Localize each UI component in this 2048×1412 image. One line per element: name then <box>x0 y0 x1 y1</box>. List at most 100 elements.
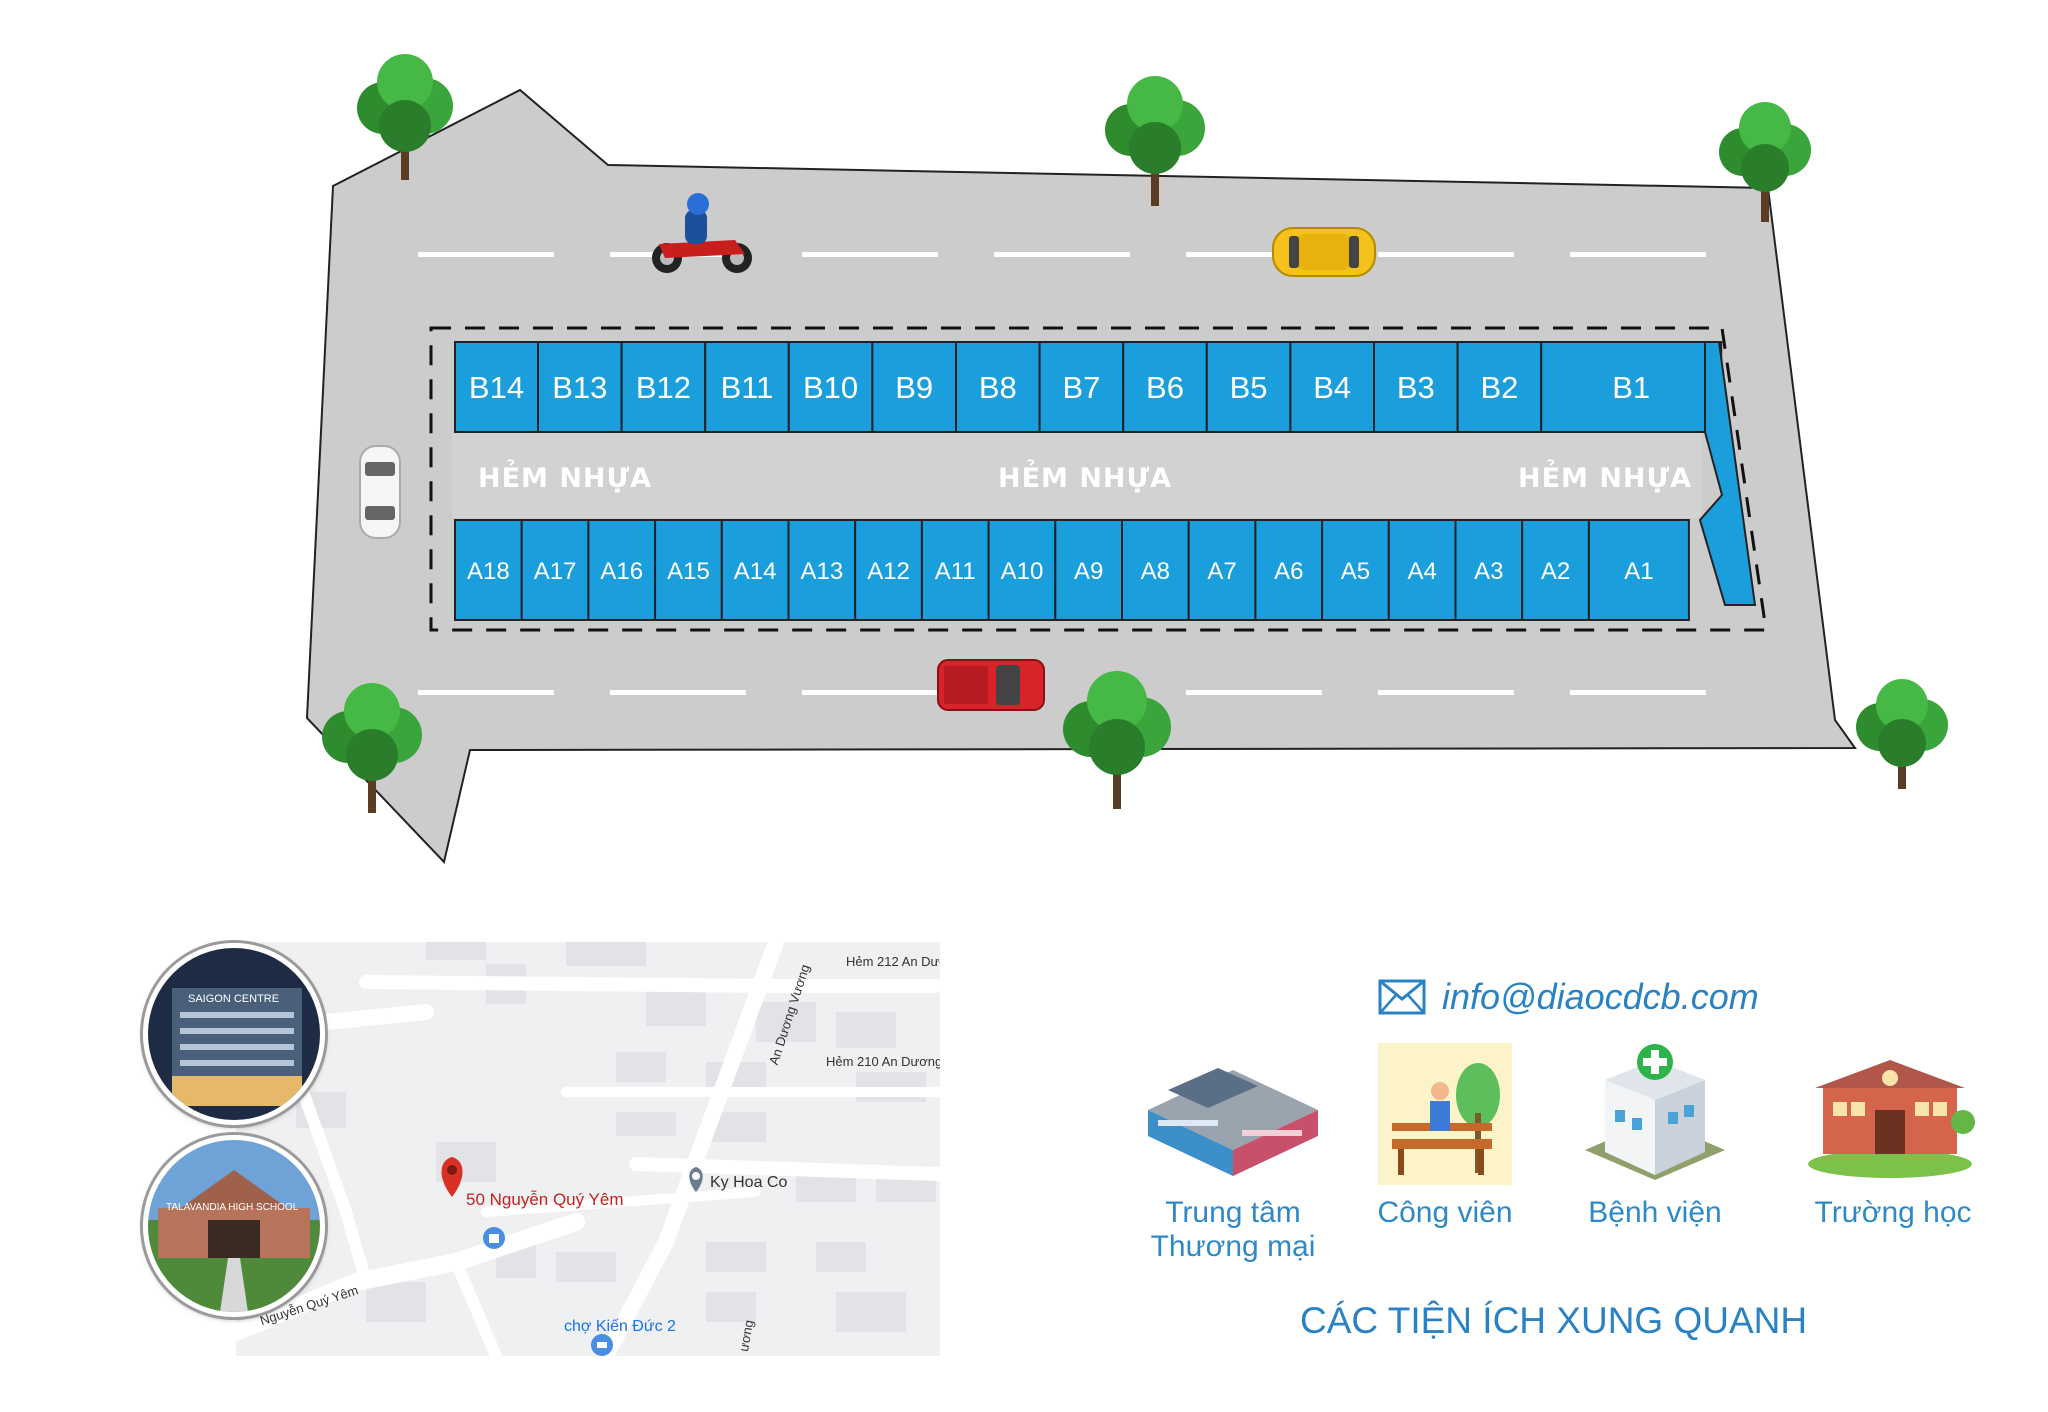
lot-label: A11 <box>935 558 976 585</box>
location-pin-icon <box>441 1157 463 1197</box>
lot-label: B6 <box>1146 370 1184 405</box>
lot-a11[interactable] <box>920 519 990 621</box>
lot-label: A2 <box>1541 558 1570 585</box>
lot-label: A1 <box>1624 558 1653 585</box>
red-truck-icon <box>937 659 1045 711</box>
lot-a6[interactable] <box>1254 519 1324 621</box>
lot-label: B7 <box>1062 370 1100 405</box>
lane-dash <box>994 252 1130 257</box>
lot-label: A7 <box>1207 558 1236 585</box>
lot-label: A5 <box>1341 558 1370 585</box>
lot-b1[interactable] <box>1540 341 1723 433</box>
email-contact[interactable]: info@diaocdcb.com <box>1378 972 1759 1022</box>
lot-a16[interactable] <box>587 519 657 621</box>
amenity-label-park: Công viên <box>1377 1196 1513 1229</box>
lot-label: B3 <box>1397 370 1435 405</box>
hospital-icon <box>1585 1044 1725 1180</box>
motorbike-icon <box>652 193 752 273</box>
lot-label: A10 <box>1001 558 1044 585</box>
lot-a7[interactable] <box>1187 519 1257 621</box>
location-map[interactable]: 50 Nguyễn Quý Yêm Hẻm 212 An Dươ An Dươn… <box>236 942 940 1356</box>
lot-label: B5 <box>1230 370 1268 405</box>
lot-label: A18 <box>467 558 510 585</box>
lot-label: B13 <box>552 370 607 405</box>
school-photo: TALAVANDIA HIGH SCHOOL <box>143 1135 325 1317</box>
lot-label: B8 <box>979 370 1017 405</box>
lot-b6[interactable] <box>1122 341 1208 433</box>
lot-label: B14 <box>469 370 524 405</box>
lot-label: B1 <box>1612 370 1650 405</box>
lot-b5[interactable] <box>1205 341 1292 433</box>
lot-label: A9 <box>1074 558 1103 585</box>
lot-label: A17 <box>534 558 577 585</box>
lot-a5[interactable] <box>1321 519 1390 621</box>
lane-marking-bottom <box>418 690 1706 695</box>
lot-label: A4 <box>1407 558 1436 585</box>
lot-b10[interactable] <box>787 341 874 433</box>
place-label: Ky Hoa Co <box>710 1174 788 1191</box>
lot-a10[interactable] <box>987 519 1057 621</box>
lane-dash <box>802 690 938 695</box>
amenity-label-hospital: Bệnh viện <box>1588 1196 1722 1229</box>
lot-b9[interactable] <box>871 341 958 433</box>
lot-b12[interactable] <box>620 341 707 433</box>
lane-dash <box>418 252 554 257</box>
alley-label: HẺM NHỰA <box>998 459 1172 494</box>
lot-a3[interactable] <box>1454 519 1524 621</box>
lane-dash <box>418 690 554 695</box>
lot-a8[interactable] <box>1121 519 1190 621</box>
lot-b13[interactable] <box>537 341 623 433</box>
mall-photo: SAIGON CENTRE <box>143 943 325 1125</box>
lane-marking-top <box>418 252 1706 257</box>
lot-label: A13 <box>800 558 843 585</box>
lot-a17[interactable] <box>520 519 590 621</box>
lot-label: A8 <box>1141 558 1170 585</box>
street-label: Hẻm 210 An Dương <box>826 1054 940 1069</box>
amenity-label-mall: Trung tâm Thương mại <box>1150 1196 1316 1263</box>
lane-dash <box>1570 690 1706 695</box>
school-sign: TALAVANDIA HIGH SCHOOL <box>166 1202 299 1213</box>
lot-label: A15 <box>667 558 710 585</box>
lot-a18[interactable] <box>454 519 523 621</box>
park-icon <box>1378 1043 1512 1185</box>
lot-a15[interactable] <box>654 519 723 621</box>
lane-dash <box>1570 252 1706 257</box>
tree-icon <box>357 54 453 180</box>
lane-dash <box>802 252 938 257</box>
lot-corner-strip <box>1698 341 1757 606</box>
lot-b11[interactable] <box>704 341 790 433</box>
lot-label: A3 <box>1474 558 1503 585</box>
email-address[interactable]: info@diaocdcb.com <box>1442 976 1759 1017</box>
lot-label: A12 <box>867 558 910 585</box>
lot-a9[interactable] <box>1054 519 1124 621</box>
lot-label: B4 <box>1313 370 1351 405</box>
map-streets <box>236 942 940 1356</box>
lot-b8[interactable] <box>955 341 1041 433</box>
lot-b2[interactable] <box>1456 341 1543 433</box>
project-boundary <box>429 326 1768 632</box>
tree-icon <box>1105 76 1205 206</box>
asphalt-alley <box>452 432 1702 518</box>
lane-dash <box>1378 690 1514 695</box>
lot-a12[interactable] <box>854 519 923 621</box>
lane-dash <box>610 690 746 695</box>
lot-label: B9 <box>895 370 933 405</box>
lot-a1[interactable] <box>1587 519 1690 621</box>
tree-icon <box>322 683 422 813</box>
tree-icon <box>1719 102 1811 222</box>
shopping-mall-icon <box>1148 1068 1318 1176</box>
tree-icon <box>1856 679 1948 789</box>
school-icon <box>1808 1060 1975 1178</box>
alley-label: HẺM NHỰA <box>478 459 652 494</box>
amenity-label-school: Trường học <box>1814 1196 1972 1229</box>
lot-a14[interactable] <box>720 519 790 621</box>
lot-label: B10 <box>803 370 858 405</box>
taxi-car-icon <box>1272 227 1376 277</box>
place-marker-icon <box>689 1167 703 1192</box>
lot-b4[interactable] <box>1289 341 1376 433</box>
place-label: chợ Kiến Đức 2 <box>564 1318 676 1335</box>
lot-b7[interactable] <box>1038 341 1125 433</box>
tree-icon <box>1063 671 1171 809</box>
shopping-bag-marker-icon <box>483 1227 505 1249</box>
